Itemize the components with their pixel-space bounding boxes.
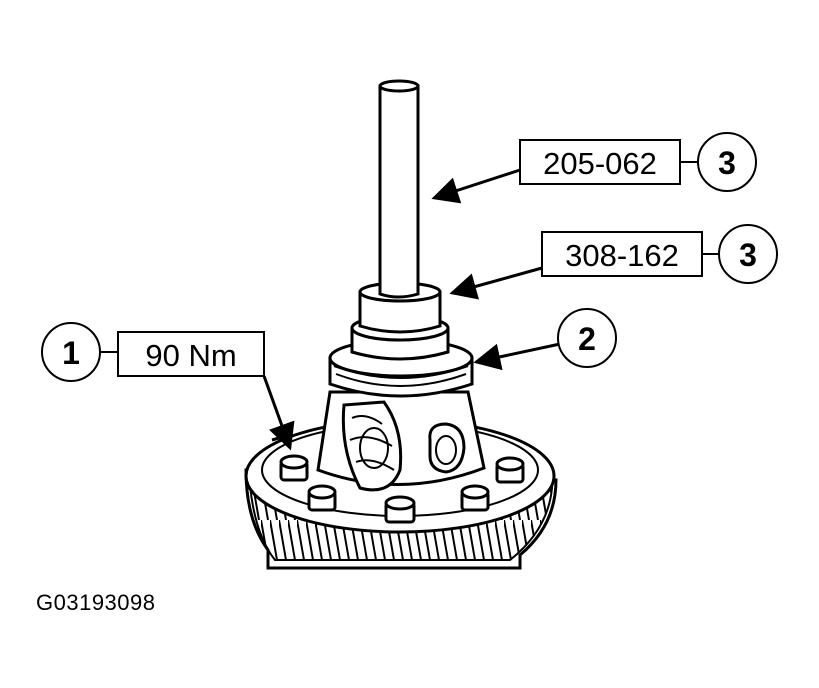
bolt <box>460 484 490 512</box>
bolt <box>279 454 309 482</box>
callout-number-text: 2 <box>578 321 596 357</box>
figure-id: G03193098 <box>36 590 156 615</box>
callout-torque: 1 90 Nm <box>41 322 295 451</box>
callout-label-text: 308-162 <box>565 238 679 273</box>
bolt <box>495 456 525 484</box>
callout-number-text: 3 <box>718 145 736 181</box>
callout-label-box <box>541 231 703 277</box>
callout-number-text: 1 <box>62 335 80 371</box>
callout-handle: 205-062 3 <box>431 132 757 204</box>
callout-label-box <box>519 139 681 185</box>
callout-label-text: 205-062 <box>543 146 657 181</box>
callout-number-text: 3 <box>739 237 757 273</box>
callout-installer: 308-162 3 <box>449 224 778 300</box>
callout-bearing: 2 <box>473 308 617 371</box>
callout-number-circle <box>557 308 617 368</box>
handle-tool <box>378 79 420 299</box>
ring-gear-bolts <box>279 454 525 524</box>
bolt <box>307 484 337 512</box>
callout-number-circle <box>718 224 778 284</box>
callout-label-text: 90 Nm <box>145 338 236 373</box>
callout-number-circle <box>697 132 757 192</box>
bolt <box>384 495 416 524</box>
differential-housing <box>316 390 486 492</box>
callout-label-box <box>117 331 265 377</box>
